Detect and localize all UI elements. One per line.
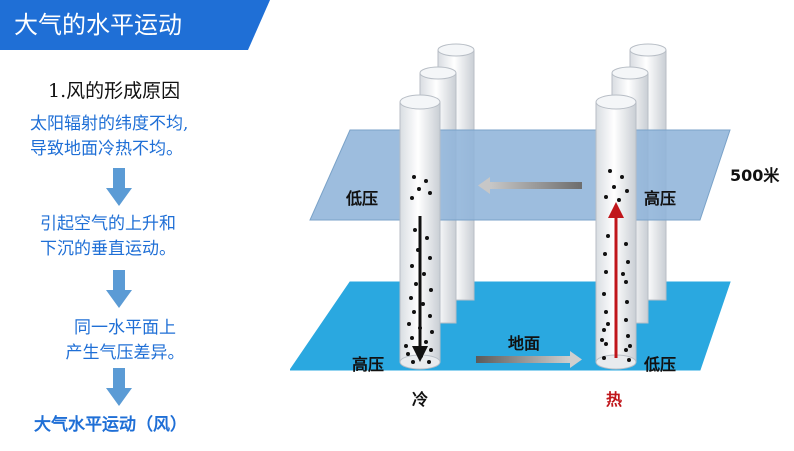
upper-flow-arrowhead-icon bbox=[478, 177, 490, 194]
rising-arrowhead-icon bbox=[608, 202, 624, 218]
step-3: 同一水平面上 产生气压差异。 bbox=[50, 316, 200, 366]
step-4: 大气水平运动（风） bbox=[34, 415, 187, 435]
ground-label: 地面 bbox=[508, 334, 541, 353]
diagram-svg bbox=[289, 43, 731, 371]
step-3-line-2: 产生气压差异。 bbox=[65, 343, 185, 363]
hot-label: 热 bbox=[606, 390, 623, 409]
altitude-label: 500米 bbox=[730, 166, 780, 185]
lower-flow-arrowhead-icon bbox=[570, 351, 582, 368]
cold-label: 冷 bbox=[412, 390, 429, 409]
page-title: 大气的水平运动 bbox=[14, 11, 182, 39]
upper-low-pressure-label: 低压 bbox=[346, 189, 379, 208]
down-arrow-icon bbox=[106, 368, 132, 406]
upper-high-pressure-label: 高压 bbox=[644, 189, 677, 208]
step-1: 太阳辐射的纬度不均, 导致地面冷热不均。 bbox=[30, 112, 188, 162]
lower-low-pressure-label: 低压 bbox=[644, 355, 677, 374]
flow-heading: 1.风的形成原因 bbox=[48, 80, 181, 102]
hot-column-particles bbox=[600, 169, 632, 362]
sinking-arrowhead-icon bbox=[412, 346, 428, 362]
lower-high-pressure-label: 高压 bbox=[352, 355, 385, 374]
step-1-line-1: 太阳辐射的纬度不均, bbox=[30, 114, 189, 134]
title-banner: 大气的水平运动 bbox=[0, 0, 270, 50]
down-arrow-icon bbox=[106, 270, 132, 308]
lower-flow-arrow bbox=[476, 356, 570, 363]
cause-flow: 1.风的形成原因 太阳辐射的纬度不均, 导致地面冷热不均。 引起空气的上升和 下… bbox=[0, 60, 250, 440]
down-arrow-icon bbox=[106, 168, 132, 206]
title-banner-shape bbox=[0, 0, 270, 50]
pressure-wind-diagram: 低压 高压 500米 高压 低压 地面 冷 热 bbox=[289, 40, 790, 447]
step-2-line-1: 引起空气的上升和 bbox=[40, 214, 176, 234]
step-1-line-2: 导致地面冷热不均。 bbox=[30, 139, 183, 159]
step-2-line-2: 下沉的垂直运动。 bbox=[40, 239, 176, 259]
step-2: 引起空气的上升和 下沉的垂直运动。 bbox=[40, 212, 176, 262]
step-3-line-1: 同一水平面上 bbox=[74, 318, 176, 338]
upper-flow-arrow bbox=[490, 182, 582, 189]
